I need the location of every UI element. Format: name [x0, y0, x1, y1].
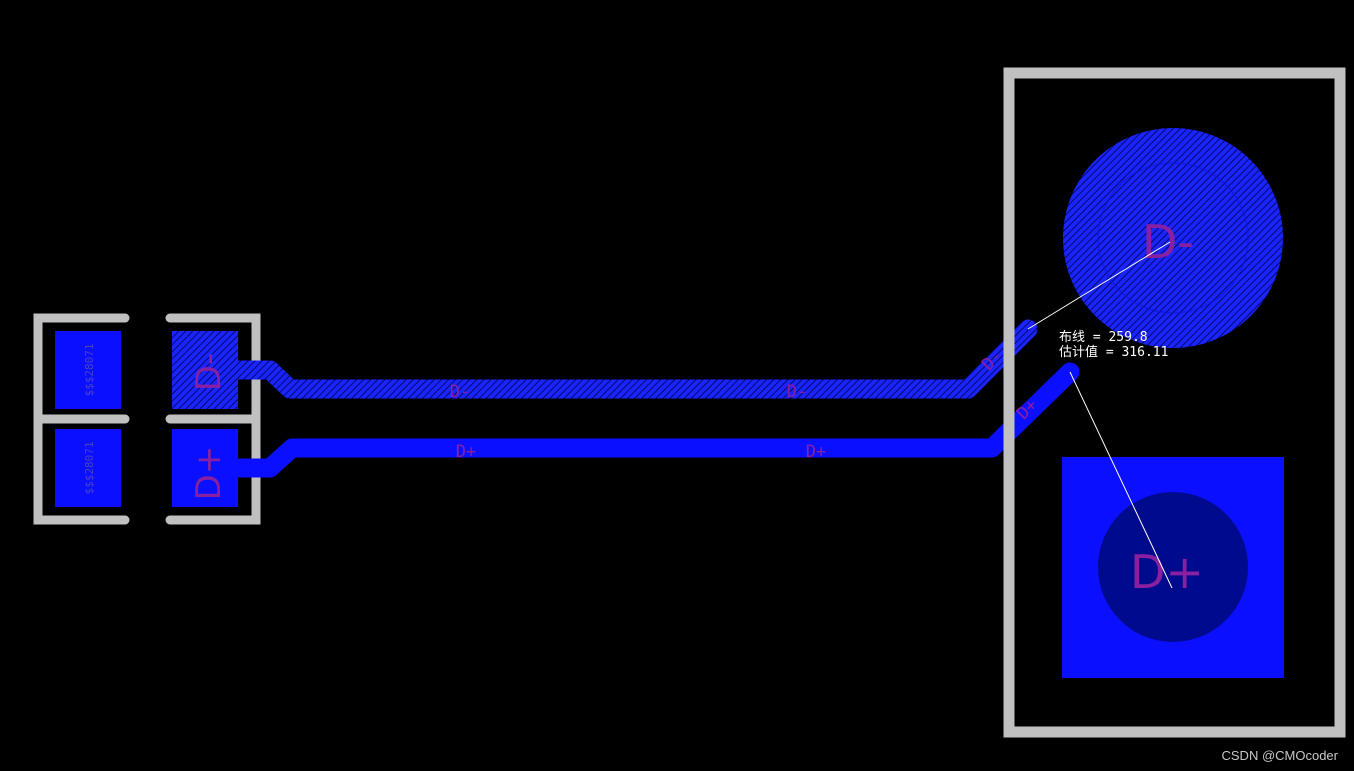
trace-dplus-label-2: D+: [806, 442, 826, 462]
estimated-length-text: 估计值 = 316.11: [1059, 345, 1169, 360]
resistor-label-bottom: $$$28071: [83, 442, 96, 495]
trace-dplus-path[interactable]: [226, 362, 1080, 478]
trace-dminus[interactable]: D- D- D-: [226, 319, 1038, 402]
length-measurement-readout: 布线 = 259.8 估计值 = 316.11: [1059, 330, 1168, 360]
ratsnest-dminus: [1027, 241, 1171, 330]
usb-pad-dminus-inner: [1097, 162, 1249, 314]
routed-length-text: 布线 = 259.8: [1059, 330, 1148, 345]
trace-dminus-label-2: D-: [787, 382, 807, 402]
usb-connector-footprint[interactable]: D- D+: [1003, 67, 1346, 738]
connector-pad-dminus-label: D-: [189, 353, 229, 391]
resistor-silkscreen: [33, 313, 130, 525]
connector-silkscreen: [165, 313, 261, 525]
resistor-label-top: $$$28071: [83, 344, 96, 397]
ratsnest-dplus: [1069, 371, 1173, 589]
watermark: CSDN @CMOcoder: [1221, 748, 1339, 763]
usb-pad-dplus-hole: [1098, 492, 1248, 642]
resistor-pad-top[interactable]: [55, 331, 121, 409]
connector-footprint[interactable]: D- D+: [165, 313, 261, 525]
usb-pad-dminus-label: D-: [1142, 215, 1194, 269]
resistor-footprint[interactable]: $$$28071 $$$28071: [33, 313, 130, 525]
usb-pad-dplus-label: D+: [1130, 545, 1204, 599]
trace-dminus-label-1: D-: [450, 382, 470, 402]
usb-pad-dminus[interactable]: [1063, 128, 1283, 348]
trace-dminus-path[interactable]: [226, 319, 1038, 399]
usb-connector-silkscreen: [1003, 67, 1346, 738]
trace-dplus-label-1: D+: [456, 442, 476, 462]
connector-pad-dplus-label: D+: [189, 446, 229, 501]
resistor-pad-bottom[interactable]: [55, 429, 121, 507]
